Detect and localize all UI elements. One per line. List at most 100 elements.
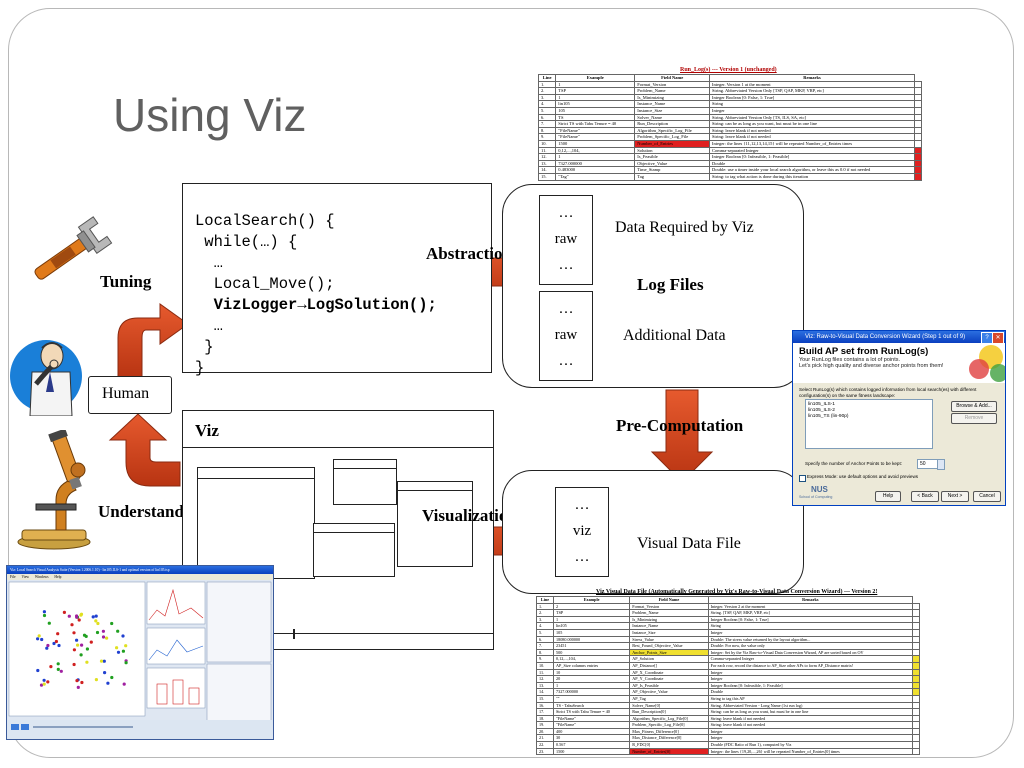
table-cell: "" bbox=[553, 694, 631, 703]
viz-slider-knob bbox=[293, 629, 295, 639]
understanding-label: Understanding bbox=[98, 502, 207, 521]
runlog-listbox[interactable]: lin105_ILS-1 lin105_ILS-2 lin105_TS (lin… bbox=[805, 399, 933, 449]
scatter-point bbox=[72, 648, 76, 652]
table-flag-cell bbox=[912, 694, 920, 703]
scatter-point bbox=[57, 643, 61, 648]
back-button[interactable]: < Back bbox=[911, 491, 939, 502]
scatter-point bbox=[67, 614, 71, 618]
table-cell: String: to tag what action is done durin… bbox=[709, 172, 915, 181]
table-cell: 400 bbox=[553, 727, 631, 736]
menu-help[interactable]: Help bbox=[54, 575, 62, 579]
wizard-subtext-1: Your RunLog files contains a lot of poin… bbox=[799, 357, 901, 363]
wizard-instruction: Select RunLog(s) which contains logged i… bbox=[799, 387, 977, 398]
browse-add-button[interactable]: Browse & Add... bbox=[951, 401, 997, 412]
menu-windows[interactable]: Windows bbox=[34, 575, 49, 579]
visual-data-file-box: … viz … Visual Data File bbox=[502, 470, 804, 594]
table-cell: 6. bbox=[537, 113, 557, 122]
table-cell: Best_Found_Objective_Value bbox=[629, 642, 709, 650]
list-item[interactable]: lin105_ILS-1 bbox=[808, 402, 835, 407]
table-cell: Algorithm_Specific_Log_File bbox=[634, 126, 710, 135]
code-line-3: … bbox=[195, 254, 223, 272]
scatter-point bbox=[101, 629, 105, 633]
table-cell: Double: For now, the value only bbox=[707, 642, 914, 650]
next-button[interactable]: Next > bbox=[941, 491, 969, 502]
cancel-button[interactable]: Cancel bbox=[973, 491, 1001, 502]
table-cell: 13. bbox=[535, 681, 555, 690]
wizard-dialog: Viz: Raw-to-Visual Data Conversion Wizar… bbox=[792, 330, 1006, 506]
scatter-point bbox=[49, 665, 53, 669]
table-cell: 20 bbox=[553, 675, 631, 683]
table-cell: Problem_Specific_Log_File[0] bbox=[629, 721, 709, 729]
table-cell: R_FDC[0] bbox=[629, 741, 709, 749]
scatter-point bbox=[79, 653, 83, 657]
table-flag-cell bbox=[912, 721, 920, 729]
table-row: 19."FileName"Problem_Specific_Log_File[0… bbox=[535, 721, 920, 729]
table-cell: 18080.000000 bbox=[553, 635, 631, 644]
scatter-point bbox=[121, 649, 125, 653]
table-cell: 13. bbox=[537, 159, 557, 168]
scatter-point bbox=[122, 682, 126, 686]
list-item[interactable]: lin105_TS (lin-90p) bbox=[808, 414, 849, 419]
table-cell: 105 bbox=[555, 106, 636, 115]
table-cell: String: leave blank if not needed bbox=[709, 126, 915, 135]
help-button[interactable]: Help bbox=[875, 491, 901, 502]
table-cell: Integer Boolean [0: False, 1: True] bbox=[709, 93, 915, 102]
table-cell: 5. bbox=[537, 106, 557, 115]
table-cell: Double: The stress value returned by the… bbox=[707, 635, 914, 644]
table-flag-cell bbox=[914, 113, 922, 122]
menu-file[interactable]: File bbox=[10, 575, 16, 579]
anchor-points-spinner-icon[interactable] bbox=[937, 459, 945, 470]
tuning-arrow bbox=[117, 303, 189, 379]
table-cell: Integer Boolean [0: Infeasible, 1: Feasi… bbox=[707, 681, 914, 690]
viz-pane-right bbox=[397, 481, 473, 567]
express-mode-checkbox[interactable] bbox=[799, 475, 806, 482]
remove-button[interactable]: Remove bbox=[951, 413, 997, 424]
table-flag-cell bbox=[914, 80, 922, 89]
code-line-8: } bbox=[195, 359, 205, 377]
scatter-point bbox=[36, 668, 40, 673]
table-flag-cell bbox=[914, 166, 922, 174]
table-flag-cell bbox=[912, 675, 920, 683]
table-flag-cell bbox=[914, 153, 922, 161]
table-cell: Format_Version bbox=[629, 602, 709, 611]
table-flag-cell bbox=[914, 120, 922, 128]
visualization-label: Visualization bbox=[422, 506, 517, 525]
code-line-6: … bbox=[195, 317, 223, 335]
table-cell: String: leave blank if not needed bbox=[707, 714, 914, 723]
anchor-points-input[interactable]: 50 bbox=[917, 459, 939, 469]
table-cell: 10 bbox=[553, 668, 631, 677]
understanding-arrow bbox=[108, 413, 181, 487]
table-flag-cell bbox=[912, 642, 920, 650]
table-cell: 9. bbox=[535, 655, 555, 663]
vizfile-table-title: Viz Visual Data File (Automatically Gene… bbox=[596, 589, 878, 595]
table-cell: 14. bbox=[535, 688, 555, 696]
table-cell: Integer Boolean [0: False, 1: True] bbox=[707, 615, 914, 624]
wizard-heading: Build AP set from RunLog(s) bbox=[799, 346, 929, 357]
table-cell: Instance_Name bbox=[634, 100, 710, 108]
table-cell: 2 bbox=[553, 602, 631, 611]
table-cell: 0.567 bbox=[553, 741, 631, 749]
table-cell: 0,12,...,104, bbox=[553, 655, 631, 663]
table-flag-cell bbox=[912, 701, 920, 710]
scatter-point bbox=[75, 638, 79, 642]
list-item[interactable]: lin105_ILS-2 bbox=[808, 408, 835, 413]
table-cell: AP_Objective_Value bbox=[629, 688, 709, 696]
table-cell: Format_Version bbox=[634, 80, 710, 89]
table-cell: 1 bbox=[555, 80, 636, 89]
precomputation-arrow bbox=[650, 389, 714, 483]
menu-view[interactable]: View bbox=[21, 575, 30, 579]
table-cell: 500 bbox=[553, 648, 631, 657]
viz-pane-top-right bbox=[333, 459, 397, 505]
wizard-header-graphic-icon bbox=[969, 345, 1005, 382]
scatter-point bbox=[91, 615, 95, 619]
